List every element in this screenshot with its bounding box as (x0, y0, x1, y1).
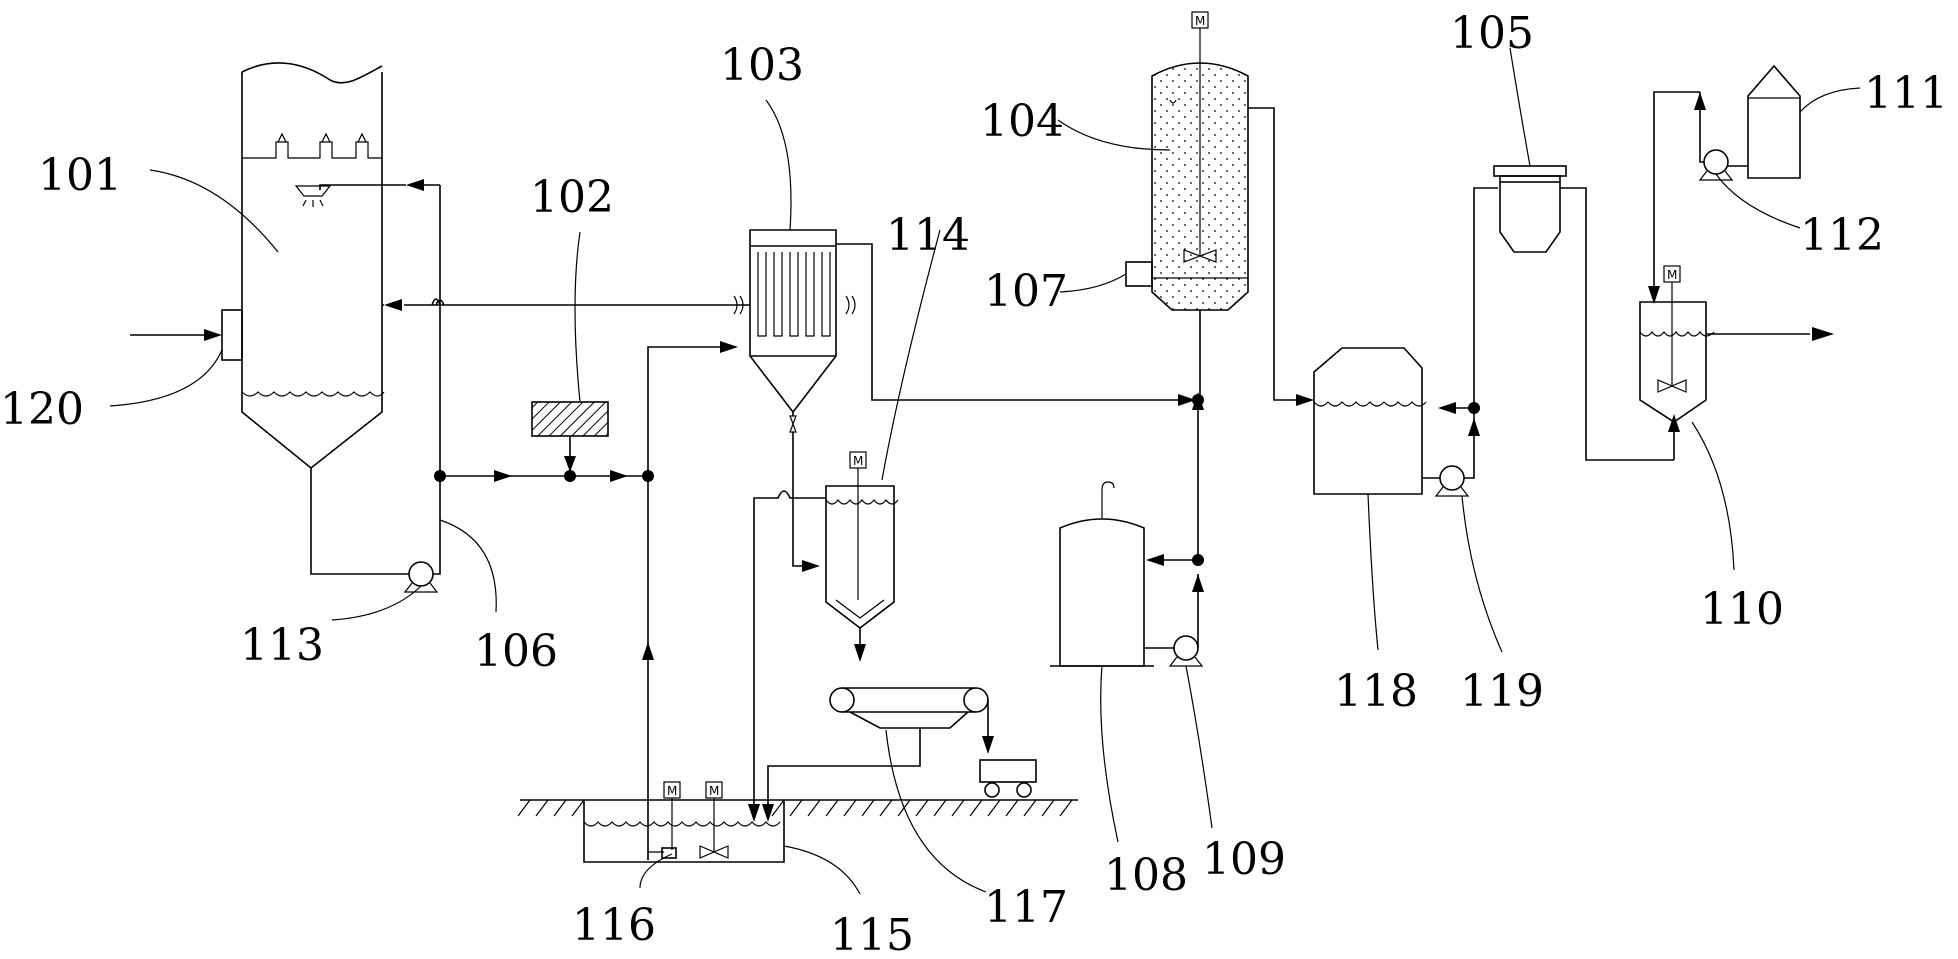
label-103: 103 (720, 40, 804, 91)
label-114: 114 (886, 210, 970, 261)
overflow-line (748, 490, 826, 822)
label-105: 105 (1450, 8, 1534, 59)
label-116: 116 (572, 900, 656, 951)
reagent-dosing-102 (531, 401, 609, 472)
filter-105 (1493, 165, 1674, 461)
main-slurry-header (434, 470, 654, 482)
label-117: 117 (984, 882, 1068, 933)
leader-lines (109, 47, 1861, 895)
labels: 101 102 103 104 105 106 107 108 109 110 … (0, 8, 1948, 959)
label-112: 112 (1800, 210, 1884, 261)
tank-118 (1294, 347, 1440, 495)
storage-tank-108 (1050, 481, 1174, 667)
absorption-tower-101 (221, 62, 385, 470)
label-111: 111 (1864, 68, 1948, 119)
label-102: 102 (530, 172, 614, 223)
reactor-feed-line (1146, 392, 1204, 648)
belt-filter-117 (762, 687, 1037, 822)
label-113: 113 (240, 620, 324, 671)
label-104: 104 (980, 96, 1064, 147)
reactor-104: M (1125, 11, 1294, 401)
label-106: 106 (474, 626, 558, 677)
label-101: 101 (38, 150, 122, 201)
tank-110: M (1639, 265, 1834, 460)
motor-mark: M (667, 784, 677, 798)
label-110: 110 (1700, 584, 1784, 635)
label-107: 107 (984, 266, 1068, 317)
label-115: 115 (830, 910, 914, 959)
label-120: 120 (0, 384, 84, 435)
silo-111 (1728, 64, 1801, 179)
pump-112 (1648, 91, 1734, 304)
label-119: 119 (1460, 666, 1544, 717)
label-118: 118 (1334, 666, 1418, 717)
motor-mark: M (709, 784, 719, 798)
return-line-115 (642, 341, 738, 860)
gas-return-line (382, 243, 1204, 406)
ground-line (517, 799, 1078, 817)
feed-line-120 (130, 329, 222, 341)
motor-mark: M (1667, 268, 1677, 282)
pump-119 (1434, 187, 1498, 497)
filter-103 (749, 229, 837, 433)
pump-113 (310, 179, 441, 593)
sump-tank-115: M M (583, 781, 785, 863)
motor-mark: M (1195, 14, 1205, 28)
label-108: 108 (1104, 850, 1188, 901)
label-109: 109 (1202, 834, 1286, 885)
thickener-114: M (792, 432, 899, 662)
motor-mark: M (853, 454, 863, 468)
